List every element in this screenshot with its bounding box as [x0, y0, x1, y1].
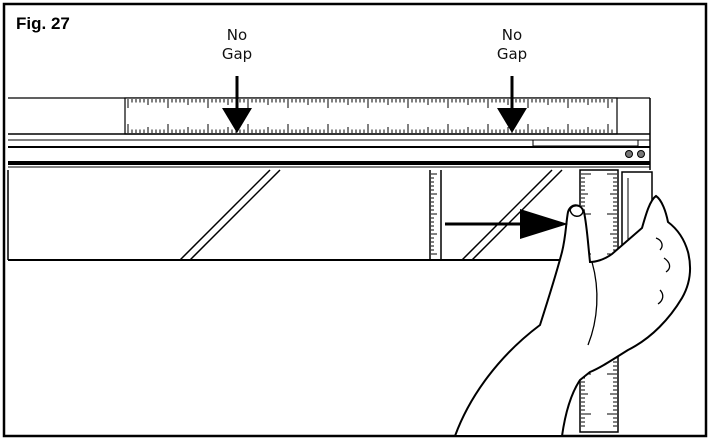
- rail-bolt-1: [625, 150, 633, 158]
- diagonal-slot-2b: [471, 169, 563, 261]
- hand-outline: [453, 194, 691, 437]
- callout-no-gap-right: No Gap: [482, 26, 542, 64]
- push-arrow-right: [445, 209, 568, 239]
- callout-line1: No: [501, 26, 523, 44]
- finger-crease-2: [663, 257, 671, 273]
- callout-line1: No: [226, 26, 248, 44]
- palm-crease: [587, 261, 598, 346]
- down-arrow-left: [222, 76, 252, 133]
- down-arrow-right: [497, 76, 527, 133]
- thumb-nail: [569, 205, 584, 217]
- ruler-ticks: [127, 99, 613, 133]
- finger-crease-1: [655, 237, 663, 251]
- figure-frame: [2, 2, 708, 438]
- callout-line2: Gap: [221, 45, 253, 63]
- diagonal-slot-1a: [179, 169, 271, 261]
- small-ruler-ticks: [431, 173, 437, 255]
- callout-no-gap-left: No Gap: [207, 26, 267, 64]
- callout-line2: Gap: [496, 45, 528, 63]
- rail-end-block: [532, 139, 639, 147]
- figure-title: Fig. 27: [16, 14, 70, 33]
- diagonal-slot-1b: [189, 169, 281, 261]
- rail-bolt-2: [637, 150, 645, 158]
- horizontal-ruler: [124, 97, 618, 135]
- finger-crease-3: [657, 289, 664, 305]
- diagonal-slot-2a: [461, 169, 553, 261]
